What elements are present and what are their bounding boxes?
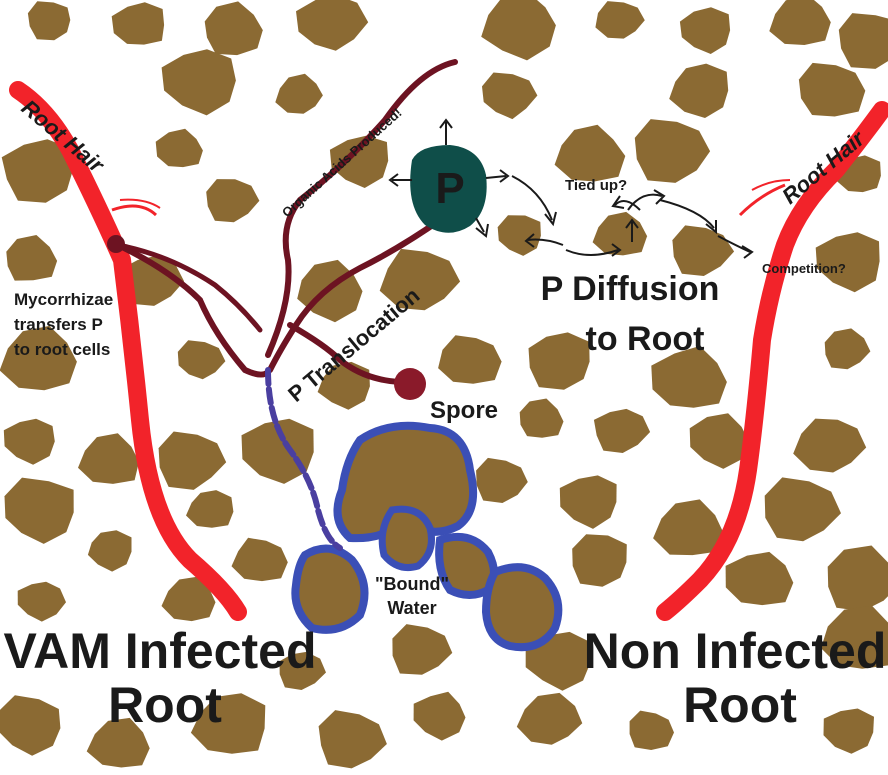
- bound-water-label-line1: "Bound": [375, 574, 449, 594]
- soil-particle: [438, 335, 502, 384]
- phosphorus-source: P: [410, 145, 486, 233]
- soil-particle: [186, 490, 233, 528]
- water-aggregate: [486, 567, 558, 647]
- soil-particle: [630, 711, 674, 750]
- soil-particle: [669, 64, 728, 118]
- soil-particle: [482, 73, 537, 120]
- soil-particle: [476, 458, 528, 503]
- spore-label: Spore: [430, 397, 498, 424]
- soil-particle: [319, 710, 387, 768]
- soil-particle: [232, 538, 288, 581]
- soil-particle: [0, 695, 60, 756]
- soil-particle: [5, 478, 74, 544]
- soil-particle: [560, 475, 617, 529]
- soil-particle: [18, 582, 66, 622]
- soil-particle: [159, 432, 227, 490]
- soil-particle: [162, 49, 236, 115]
- soil-particle: [824, 709, 875, 754]
- soil-particle: [555, 125, 626, 182]
- soil-particle: [635, 119, 710, 183]
- soil-particle: [206, 179, 259, 222]
- soil-particle: [275, 74, 323, 114]
- soil-particle: [653, 499, 723, 555]
- soil-particle: [595, 1, 644, 39]
- soil-particle: [156, 129, 203, 167]
- spore: [394, 368, 426, 400]
- soil-particle: [6, 235, 57, 281]
- soil-particle: [529, 332, 590, 389]
- soil-particle: [296, 0, 368, 51]
- water-aggregate: [382, 509, 431, 567]
- soil-particle: [414, 692, 466, 741]
- vam-root-label-line1: VAM Infected: [4, 623, 317, 679]
- bound-water-label-line2: Water: [387, 598, 436, 618]
- diffusion-label-line2: to Root: [586, 320, 705, 358]
- non-infected-root-label-line1: Non Infected: [584, 623, 887, 679]
- soil-particle: [520, 399, 564, 438]
- competition-label: Competition?: [762, 261, 846, 276]
- soil-particle: [481, 0, 556, 60]
- soil-particle: [78, 433, 139, 484]
- soil-particle: [112, 2, 164, 44]
- soil-particle: [4, 419, 55, 465]
- soil-particle: [178, 340, 226, 379]
- soil-particle: [839, 13, 888, 69]
- soil-particle: [594, 409, 650, 453]
- soil-particle: [498, 215, 541, 256]
- vam-root-label-line2: Root: [108, 677, 222, 733]
- mycorrhizae-label-line2: transfers P: [14, 315, 103, 334]
- diffusion-label-line1: P Diffusion: [541, 270, 720, 308]
- soil-particle: [680, 7, 730, 54]
- mycorrhizae-label-line3: to root cells: [14, 340, 110, 359]
- infection-point: [107, 235, 125, 253]
- mycorrhizae-label-line1: Mycorrhizae: [14, 290, 113, 309]
- soil-particle: [828, 546, 888, 612]
- soil-particle: [572, 534, 627, 587]
- soil-particle: [825, 328, 871, 369]
- soil-particle: [205, 1, 263, 55]
- soil-particle: [28, 1, 70, 40]
- soil-particle: [517, 693, 583, 745]
- water-aggregate: [295, 549, 364, 630]
- soil-particle: [672, 225, 734, 276]
- tied-up-label: Tied up?: [565, 177, 627, 194]
- soil-particle: [799, 63, 865, 117]
- soil-particle: [769, 0, 831, 45]
- soil-particle: [726, 552, 794, 605]
- soil-particle: [88, 530, 132, 571]
- non-infected-root-label-line2: Root: [683, 677, 797, 733]
- soil-particle: [793, 419, 866, 473]
- soil-particle: [690, 413, 749, 469]
- soil-particle: [392, 624, 452, 675]
- soil-particle: [765, 477, 841, 541]
- p-symbol: P: [435, 164, 464, 213]
